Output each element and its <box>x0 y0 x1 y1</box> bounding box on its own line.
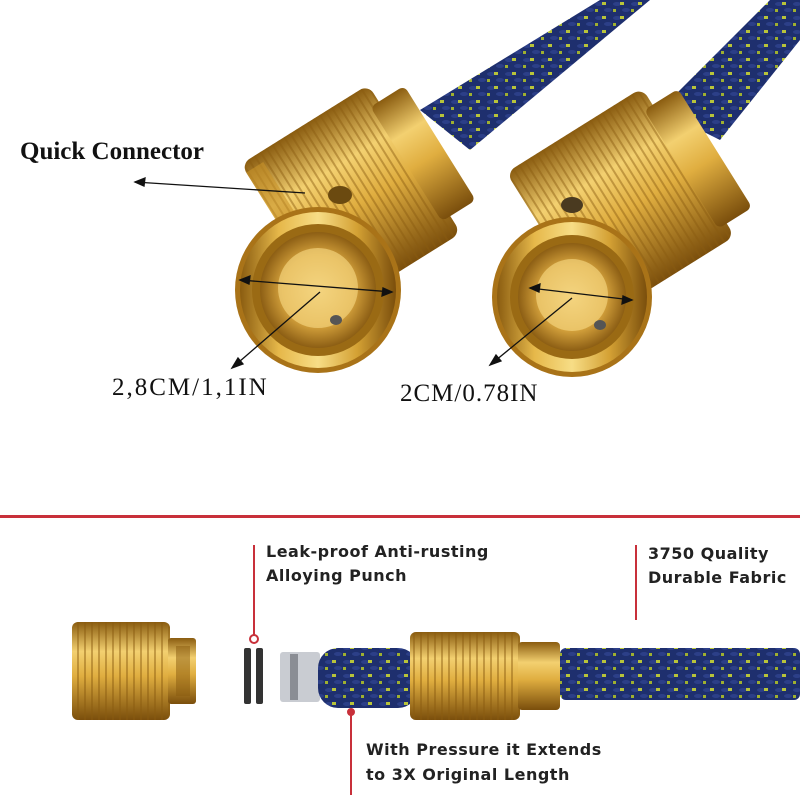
feature-fabric-line1: 3750 Quality <box>648 544 769 563</box>
section-divider <box>0 515 800 518</box>
top-hose-right <box>660 0 800 140</box>
feature-durable-fabric: 3750 Quality Durable Fabric <box>648 542 787 590</box>
left-connector-dimension: 2,8CM/1,1IN <box>112 374 269 401</box>
tube-insert <box>280 652 320 702</box>
top-hose-left <box>420 0 650 150</box>
callout-markers-bottom <box>249 545 637 795</box>
feature-extends: With Pressure it Extends to 3X Original … <box>366 737 602 787</box>
hose-sleeve <box>410 632 560 720</box>
feature-leak-line1: Leak-proof Anti-rusting <box>266 542 489 561</box>
feature-leak-proof: Leak-proof Anti-rusting Alloying Punch <box>266 540 489 588</box>
quick-connector-label: Quick Connector <box>20 138 205 165</box>
right-connector <box>492 91 750 377</box>
feature-pressure-line1: With Pressure it Extends <box>366 740 602 759</box>
seal-rings <box>244 648 263 704</box>
callout-arrows-top <box>133 176 634 370</box>
feature-leak-line2: Alloying Punch <box>266 566 408 585</box>
cap-connector <box>72 622 196 720</box>
feature-fabric-line2: Durable Fabric <box>648 568 787 587</box>
right-connector-dimension: 2CM/0.78IN <box>400 380 539 407</box>
extending-hose <box>318 648 800 708</box>
feature-pressure-line2: to 3X Original Length <box>366 765 570 784</box>
